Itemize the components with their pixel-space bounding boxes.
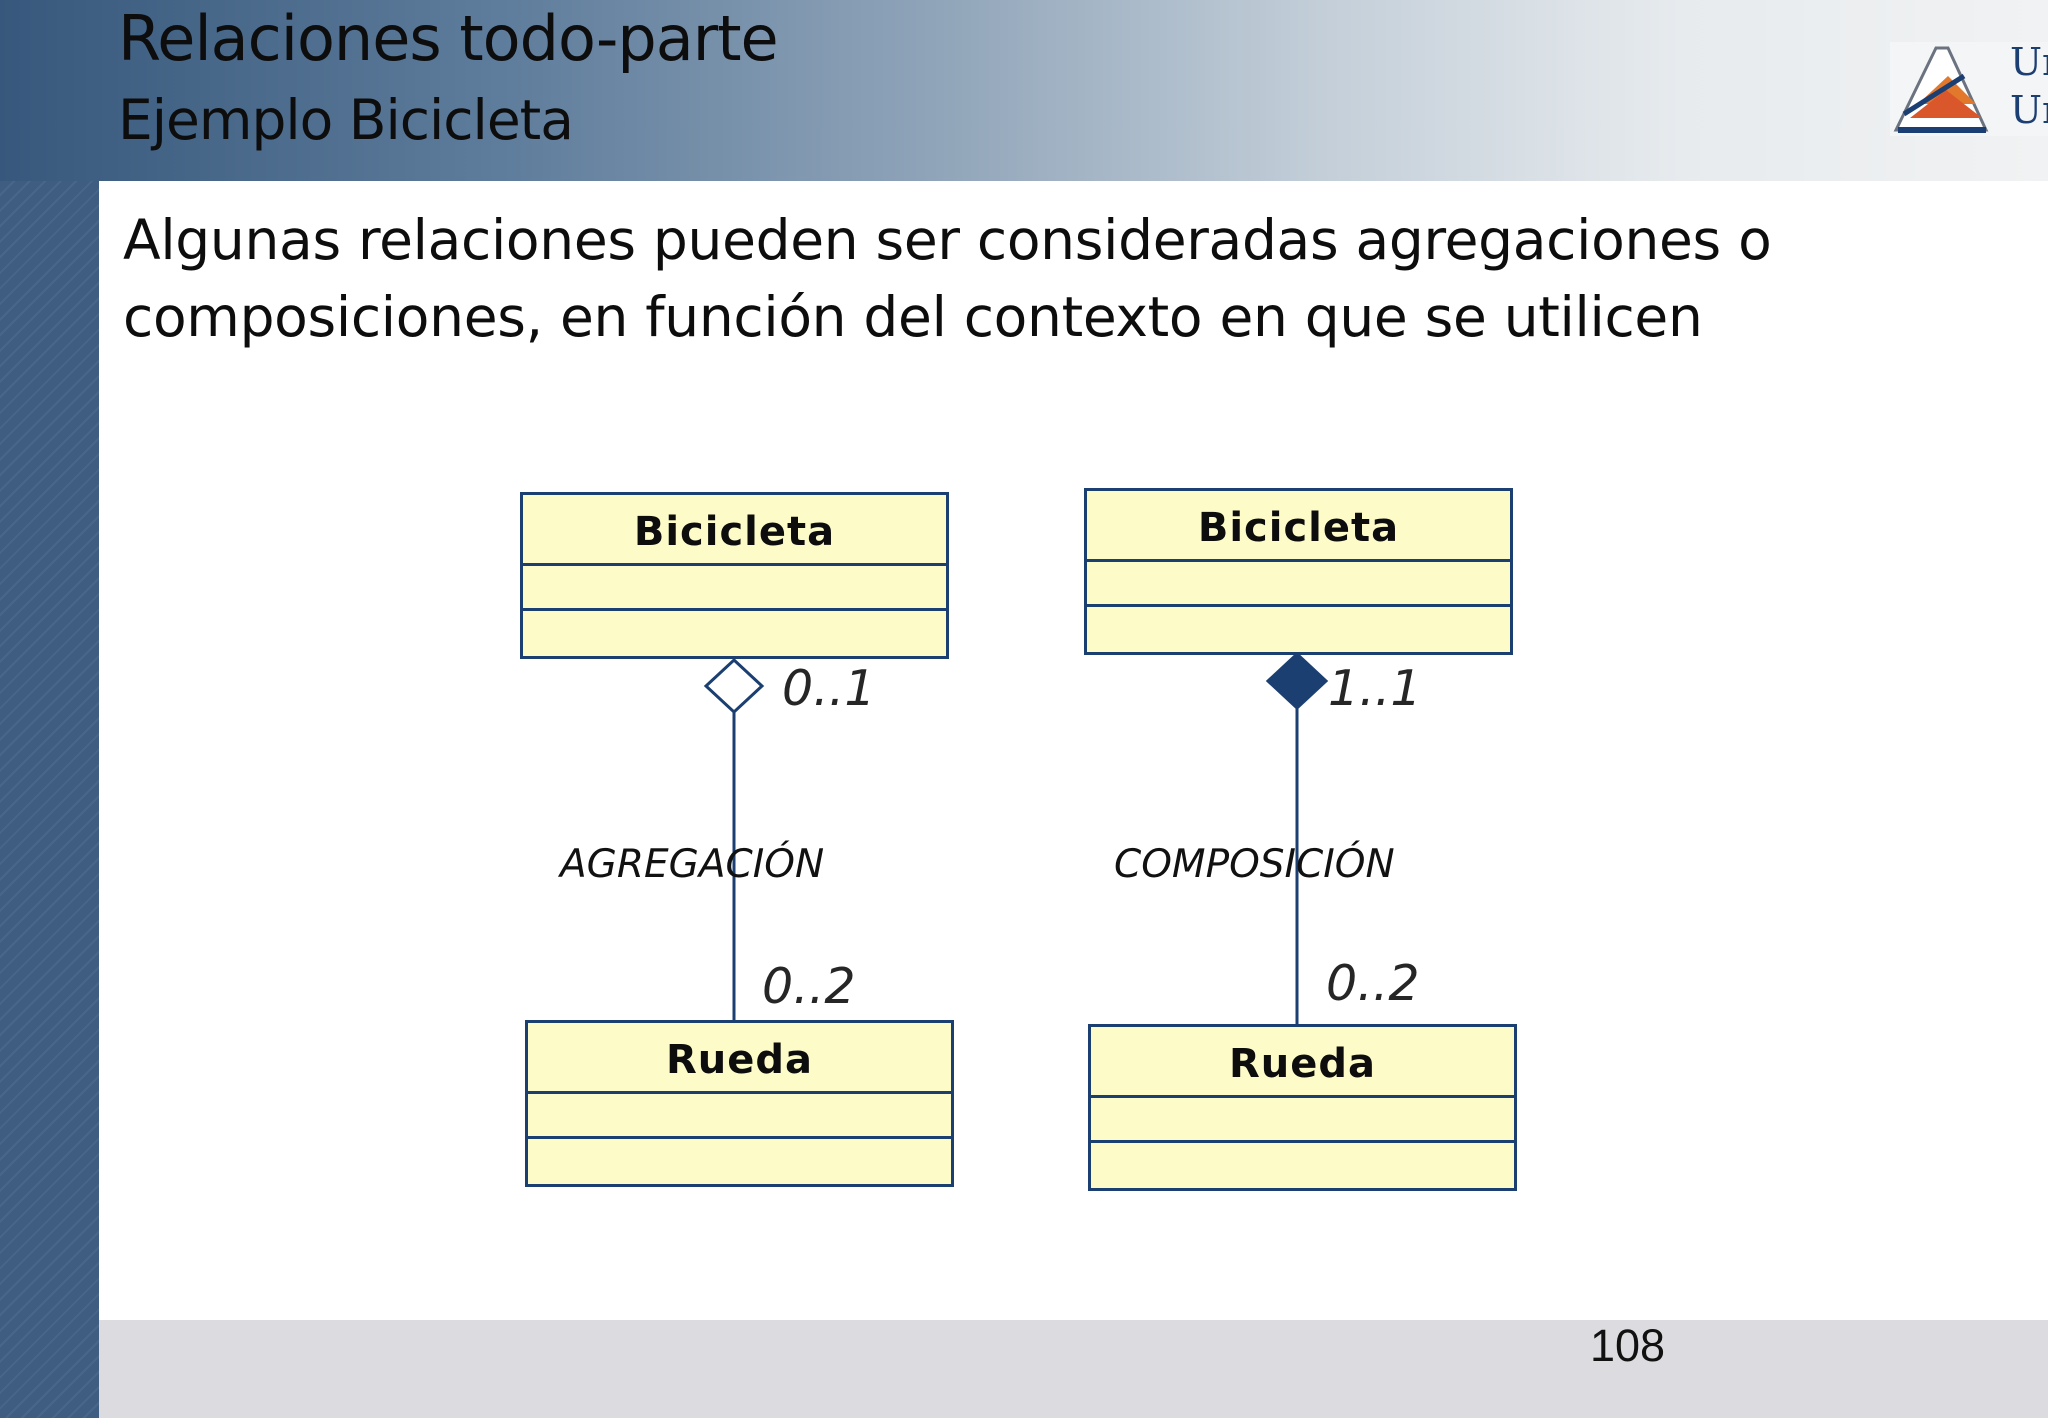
- aggregation-part-multiplicity: 0..2: [762, 958, 856, 1015]
- slide-body-text: Algunas relaciones pueden ser considerad…: [123, 208, 1772, 349]
- class-name: Bicicleta: [1087, 491, 1510, 562]
- class-name: Rueda: [528, 1023, 951, 1094]
- class-attributes-compartment: [523, 566, 946, 611]
- slide-subtitle: Ejemplo Bicicleta: [118, 88, 574, 152]
- logo-text-line-2: Ur: [2010, 88, 2048, 132]
- logo-text-line-1: Ur: [2010, 40, 2048, 84]
- composition-part-multiplicity: 0..2: [1326, 955, 1420, 1012]
- slide-footer: [99, 1320, 2048, 1418]
- slide-title: Relaciones todo-parte: [118, 2, 779, 75]
- composition-filled-diamond-icon: [1265, 651, 1329, 711]
- aggregation-label: AGREGACIÓN: [560, 842, 825, 887]
- class-attributes-compartment: [1087, 562, 1510, 607]
- class-bicicleta-aggregation: Bicicleta: [520, 492, 949, 659]
- class-rueda-aggregation: Rueda: [525, 1020, 954, 1187]
- class-operations-compartment: [528, 1139, 951, 1184]
- university-logo: [1890, 42, 2048, 136]
- composition-whole-multiplicity: 1..1: [1328, 660, 1422, 717]
- composition-label: COMPOSICIÓN: [1114, 842, 1395, 887]
- page-number: 108: [1590, 1320, 1666, 1371]
- class-name: Rueda: [1091, 1027, 1514, 1098]
- class-name: Bicicleta: [523, 495, 946, 566]
- aggregation-hollow-diamond-icon: [703, 657, 765, 715]
- class-operations-compartment: [523, 611, 946, 656]
- logo-mark-icon: [1890, 42, 2048, 136]
- class-operations-compartment: [1091, 1143, 1514, 1188]
- class-bicicleta-composition: Bicicleta: [1084, 488, 1513, 655]
- class-operations-compartment: [1087, 607, 1510, 652]
- class-rueda-composition: Rueda: [1088, 1024, 1517, 1191]
- aggregation-whole-multiplicity: 0..1: [782, 660, 876, 717]
- class-attributes-compartment: [528, 1094, 951, 1139]
- slide-sidebar: [0, 181, 99, 1418]
- slide-header: [0, 0, 2048, 181]
- class-attributes-compartment: [1091, 1098, 1514, 1143]
